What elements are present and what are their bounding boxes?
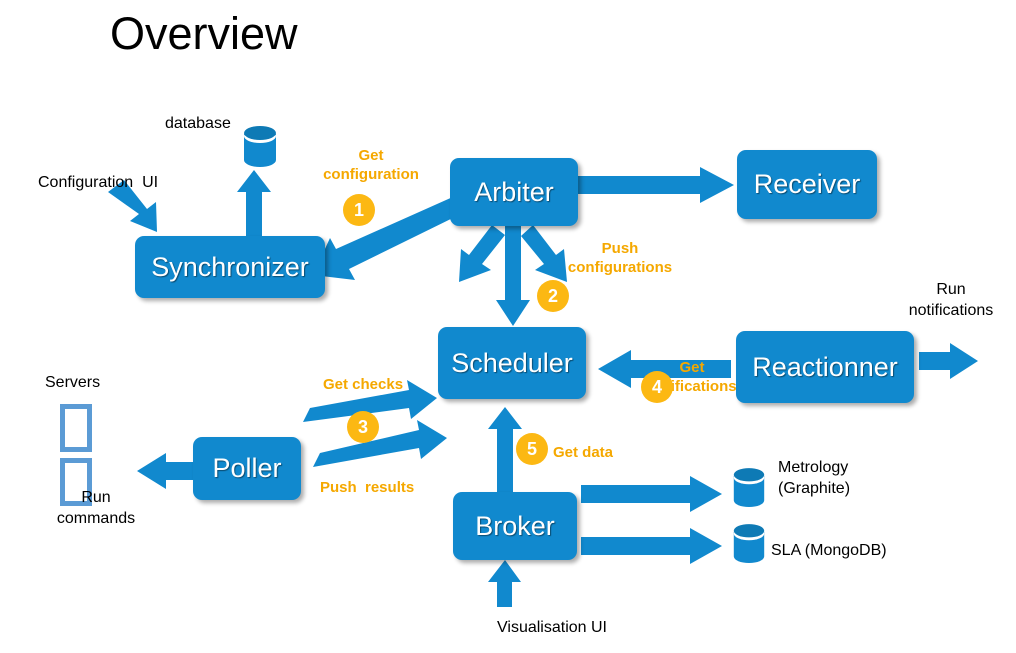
step-badge-1: 1 — [343, 194, 375, 226]
arrow-visualisationui-to-broker — [488, 560, 521, 607]
arrow-arbiter-fan-right — [521, 225, 567, 282]
arrow-poller-to-scheduler-pushresults — [313, 420, 447, 467]
label-push-configurations: Push configurations — [567, 240, 673, 276]
arrow-arbiter-to-synchronizer — [313, 196, 465, 280]
label-get-data: Get data — [553, 444, 614, 461]
node-receiver[interactable]: Receiver — [737, 150, 877, 219]
step-badge-2: 2 — [537, 280, 569, 312]
step-badge-5: 5 — [516, 433, 548, 465]
node-label-arbiter: Arbiter — [474, 176, 554, 207]
node-arbiter[interactable]: Arbiter — [450, 158, 578, 226]
node-label-receiver: Receiver — [753, 169, 861, 199]
arrow-poller-to-servers — [137, 453, 196, 489]
node-label-reactionner: Reactionner — [752, 351, 898, 382]
arrow-arbiter-fan-left — [459, 225, 505, 282]
label-metrology: Metrology (Graphite) — [778, 459, 851, 497]
step-badge-4: 4 — [641, 371, 673, 403]
label-get-configuration: Get configuration — [323, 147, 419, 183]
node-poller[interactable]: Poller — [193, 437, 301, 500]
label-database: database — [165, 115, 231, 132]
label-run-commands: Run commands — [56, 489, 136, 527]
node-label-scheduler: Scheduler — [451, 347, 573, 378]
arrow-arbiter-to-receiver — [578, 167, 734, 203]
arrow-reactionner-to-scheduler — [598, 350, 731, 388]
node-label-poller: Poller — [212, 453, 282, 483]
arrow-reactionner-to-notifications — [919, 343, 978, 379]
arrow-poller-to-scheduler-getchecks — [303, 380, 437, 422]
arrow-broker-to-metrology — [581, 476, 722, 512]
label-visualisation-ui: Visualisation UI — [497, 619, 607, 636]
label-configuration-ui: Configuration UI — [38, 174, 159, 191]
step-badge-3: 3 — [347, 411, 379, 443]
label-run-notifications: Run notifications — [908, 281, 994, 319]
database-icon — [240, 124, 280, 177]
node-label-synchronizer: Synchronizer — [151, 251, 309, 282]
arrow-broker-to-sla — [581, 528, 722, 564]
arrow-arbiter-to-scheduler — [496, 225, 530, 326]
arrow-configui-to-synchronizer — [108, 180, 157, 232]
arrow-broker-to-scheduler — [488, 407, 522, 493]
node-broker[interactable]: Broker — [453, 492, 577, 560]
label-get-checks: Get checks — [323, 376, 404, 393]
label-sla: SLA (MongoDB) — [771, 542, 887, 559]
arrow-synchronizer-to-database — [237, 170, 271, 240]
server-icon-1 — [60, 404, 92, 452]
node-synchronizer[interactable]: Synchronizer — [135, 236, 325, 298]
label-push-results: Push results — [320, 479, 415, 496]
sla-db-icon — [730, 522, 768, 573]
node-label-broker: Broker — [475, 510, 555, 541]
server-icon-2 — [60, 458, 92, 506]
label-servers: Servers — [45, 374, 101, 391]
node-reactionner[interactable]: Reactionner — [736, 331, 914, 403]
page-title: Overview — [110, 8, 298, 59]
metrology-db-icon — [730, 466, 768, 517]
node-scheduler[interactable]: Scheduler — [438, 327, 586, 399]
